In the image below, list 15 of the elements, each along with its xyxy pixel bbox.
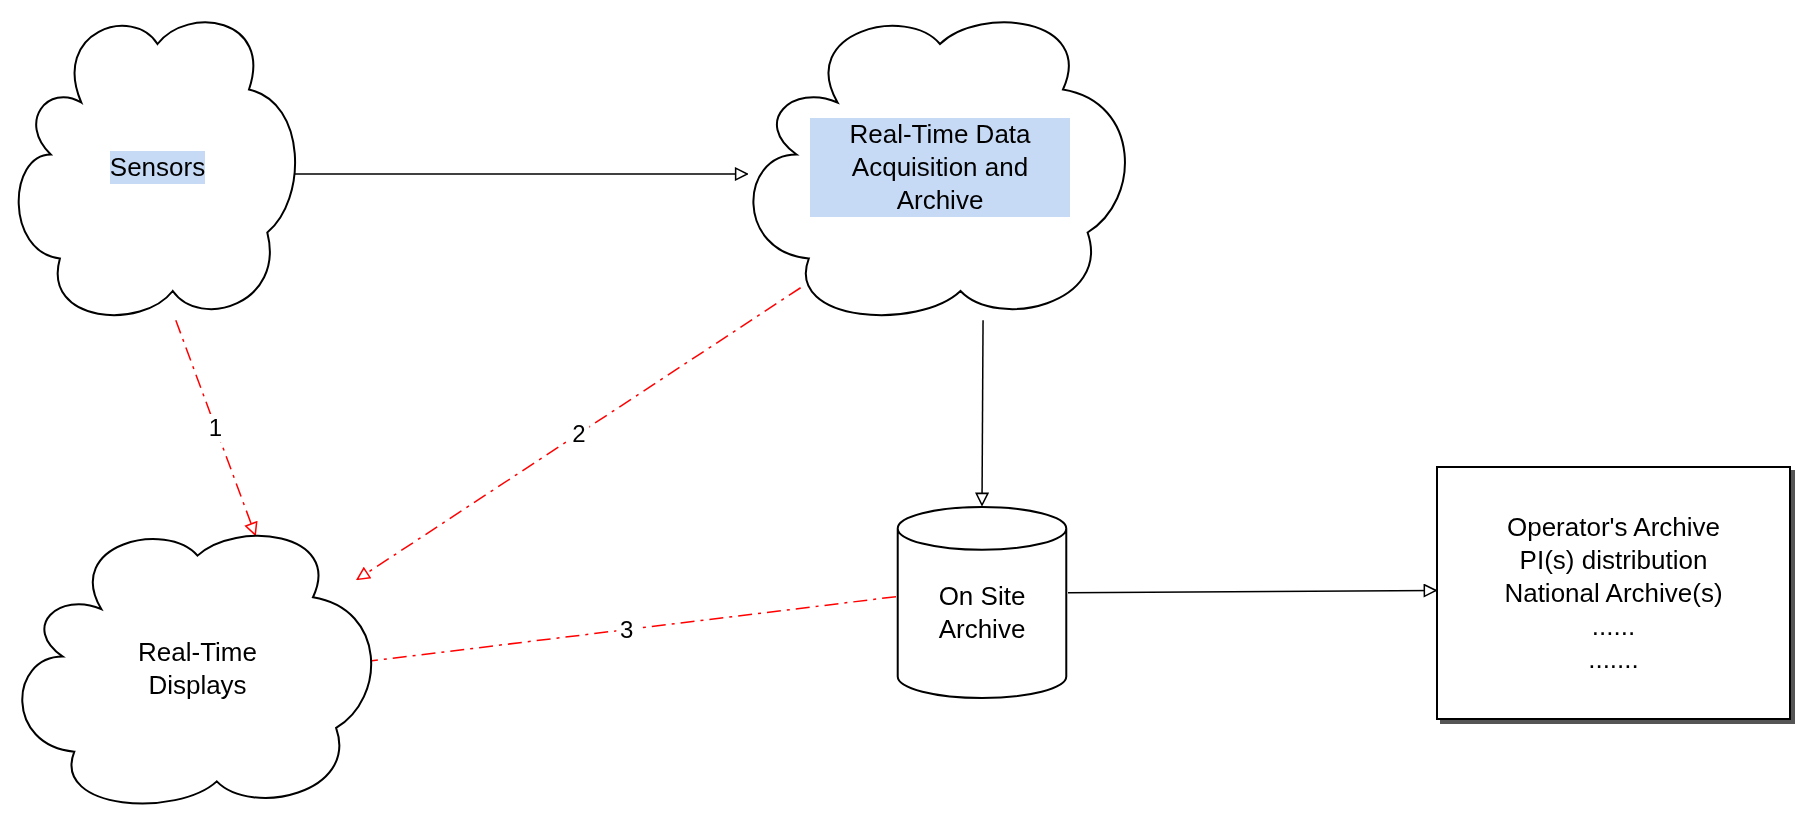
arrow: [1067, 583, 1437, 598]
node-label: Sensors: [109, 151, 206, 184]
node-label: National Archive(s): [1504, 576, 1723, 610]
arrow: [975, 319, 989, 506]
cylinder-shape: [896, 505, 1068, 700]
arrow: [175, 319, 258, 536]
node-label: ......: [1591, 609, 1636, 643]
node-label: Real-Time Displays: [137, 635, 258, 702]
arrow: [356, 287, 802, 581]
node-label: Operator's Archive: [1506, 510, 1721, 544]
node-label: PI(s) distribution: [1519, 543, 1708, 577]
arrow: [294, 167, 749, 181]
node-label: On Site Archive: [937, 579, 1027, 646]
node-label: Real-Time Data Acquisition and Archive: [810, 118, 1070, 217]
node-label: .......: [1588, 642, 1639, 676]
